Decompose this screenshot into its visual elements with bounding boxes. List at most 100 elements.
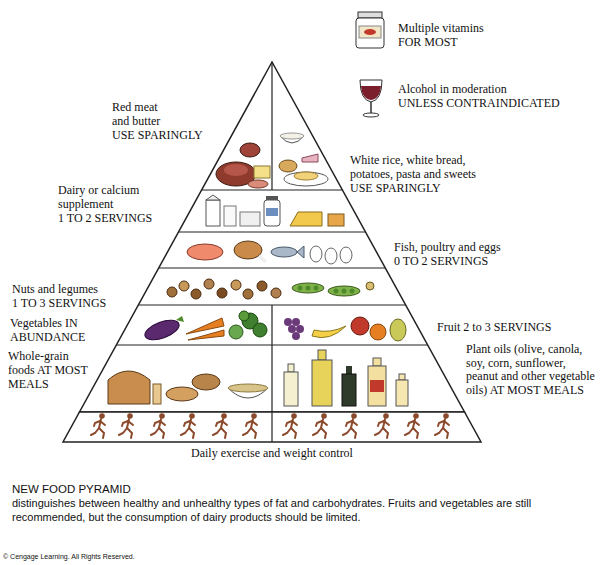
fish-poultry-eggs-part: [234, 241, 262, 259]
plant-oils-part: [318, 350, 326, 360]
serving-advice-box: 1 TO 2 SERVINGS: [58, 211, 152, 225]
vitamin-bottle-part: [359, 26, 381, 38]
nuts-legumes-part: [204, 279, 214, 289]
white-carbs-part: [279, 160, 297, 172]
dairy-foods-part: [266, 196, 278, 200]
food-group-label: Fruit 2 to 3 SERVINGS: [437, 320, 551, 334]
food-group-label: Dairy or calcium supplement: [58, 183, 158, 211]
copyright-note: © Cengage Learning. All Rights Reserved.: [3, 552, 135, 561]
red-meat-butter-part: [254, 166, 270, 178]
nuts-legumes-part: [257, 281, 267, 291]
wine-glass-part: [363, 113, 379, 117]
vitamin-bottle: [356, 12, 384, 48]
whole-grains-part: [228, 384, 268, 392]
fish-poultry-eggs-part: [310, 246, 322, 262]
dairy-foods-part: [264, 200, 280, 226]
food-group-label: Whole-grain foods AT MOST MEALS: [8, 349, 88, 391]
exercise-runners-part: [91, 413, 105, 438]
dairy-foods-part: [224, 206, 236, 226]
whole-grains-part: [153, 384, 161, 404]
pyramid-outline-part: [271, 305, 272, 442]
vegetables-part: [188, 330, 224, 340]
serving-advice: USE SPARINGLY: [112, 128, 203, 142]
food-group-label-box: Dairy or calcium supplement: [58, 183, 158, 211]
white-carbs-part: [294, 172, 318, 180]
vegetables-part: [142, 316, 181, 343]
serving-advice-box: 1 TO 3 SERVINGS: [12, 296, 106, 310]
figure-caption-box: distinguishes between healthy and unheal…: [12, 496, 598, 524]
food-group-label-box: Fish, poultry and eggs: [394, 240, 501, 254]
plant-oils-part: [312, 360, 332, 406]
fish-poultry-eggs-part: [259, 256, 266, 262]
fruit-part: [288, 325, 296, 333]
nuts-legumes-part: [334, 289, 339, 294]
nuts-legumes-part: [298, 286, 303, 291]
nuts-legumes: [167, 279, 374, 299]
fruit-part: [284, 318, 292, 326]
nuts-legumes-part: [314, 286, 319, 291]
figure-title: NEW FOOD PYRAMID: [12, 482, 131, 496]
dairy-foods-part: [290, 212, 322, 226]
red-meat-butter-part: [240, 143, 260, 157]
fruit-part: [292, 332, 300, 340]
serving-advice: 1 TO 3 SERVINGS: [12, 296, 106, 310]
food-group-label: White rice, white bread, potatoes, pasta…: [350, 153, 500, 181]
plant-oils-part: [370, 380, 384, 392]
plant-oils-part: [346, 366, 352, 374]
fish-poultry-eggs-part: [340, 247, 352, 263]
pyramid-outline-part: [271, 62, 272, 190]
fish-poultry-eggs-part: [325, 248, 337, 264]
fruit-part: [312, 326, 346, 338]
whole-grains-part: [166, 387, 198, 401]
nuts-legumes-part: [350, 289, 355, 294]
nuts-legumes-part: [217, 288, 227, 298]
vegetables-part: [229, 325, 243, 339]
serving-advice-box: 0 TO 2 SERVINGS: [394, 254, 488, 268]
serving-advice: FOR MOST: [398, 35, 458, 49]
pyramid-outline-part: [179, 231, 366, 232]
vitamin-bottle-part: [364, 29, 376, 35]
serving-advice-box: UNLESS CONTRAINDICATED: [398, 96, 560, 110]
serving-advice: USE SPARINGLY: [350, 181, 441, 195]
nuts-legumes-part: [167, 287, 177, 297]
dairy-foods-part: [266, 208, 278, 216]
exercise-runners-part: [243, 413, 257, 438]
whole-grains: [108, 371, 268, 404]
food-group-label: Plant oils (olive, canola, soy, corn, su…: [466, 343, 600, 397]
nuts-legumes-part: [328, 286, 360, 296]
fruit-part: [292, 318, 300, 326]
exercise-runners-part: [119, 413, 133, 438]
wine-glass-part: [370, 102, 372, 114]
vegetables: [142, 311, 267, 344]
food-group-label-box: Nuts and legumes: [12, 282, 98, 296]
food-group-label-box: Alcohol in moderation: [398, 82, 507, 96]
fish-poultry-eggs-part: [187, 244, 223, 260]
vegetables-part: [176, 316, 184, 322]
base-label: Daily exercise and weight control: [191, 446, 353, 460]
exercise-runners: [91, 413, 449, 438]
figure-title-box: NEW FOOD PYRAMID: [12, 482, 131, 496]
exercise-runners-part: [405, 413, 419, 438]
red-meat-butter-part: [224, 164, 248, 176]
food-group-label: Red meat and butter: [112, 100, 172, 128]
food-group-label-box: White rice, white bread, potatoes, pasta…: [350, 153, 500, 181]
plant-oils-part: [288, 364, 294, 372]
wine-glass-part: [361, 86, 381, 100]
serving-advice-box: FOR MOST: [398, 35, 458, 49]
nuts-legumes-part: [179, 281, 189, 291]
red-meat-butter: [216, 143, 270, 188]
plant-oils-part: [399, 374, 405, 380]
nuts-legumes-part: [342, 289, 347, 294]
nuts-legumes-part: [243, 289, 253, 299]
white-carbs: [279, 133, 328, 186]
wine-glass: [360, 80, 382, 117]
whole-grains-part: [192, 374, 220, 390]
fish-poultry-eggs-part: [297, 246, 304, 258]
whole-grains-part: [108, 371, 150, 404]
nuts-legumes-part: [366, 282, 374, 290]
serving-advice-box: USE SPARINGLY: [350, 181, 441, 195]
food-group-label-box: Whole-grain foods AT MOST MEALS: [8, 349, 88, 391]
vegetables-part: [239, 311, 249, 321]
white-carbs-part: [302, 154, 318, 162]
exercise-runners-part: [213, 413, 227, 438]
